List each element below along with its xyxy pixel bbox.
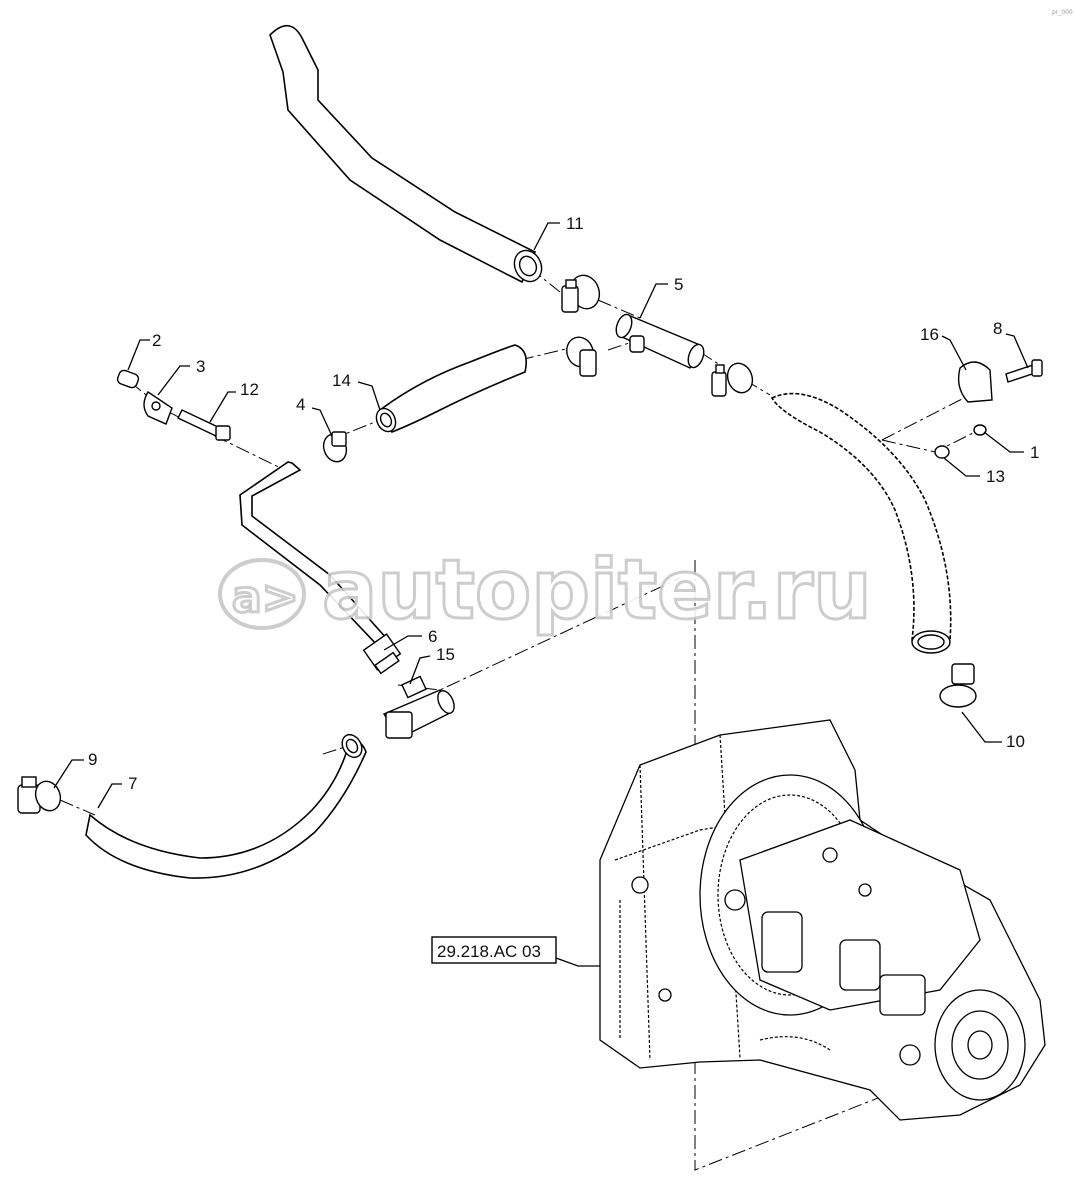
- washer-1: [973, 424, 987, 436]
- hose-10: [770, 392, 977, 708]
- tee-fitting-5: [615, 313, 705, 369]
- spacer-2: [116, 369, 140, 389]
- callout-1: 1: [1030, 443, 1039, 462]
- hose-icon: [269, 24, 537, 284]
- tube-6: [239, 461, 402, 675]
- callout-16: 16: [920, 325, 939, 344]
- bolt-icon: [177, 409, 221, 437]
- reference-box: 29.218.AC 03: [431, 936, 600, 967]
- clamp-icon: [34, 780, 62, 812]
- bolt-8: [1005, 359, 1043, 383]
- watermark-logo-icon: [218, 558, 306, 630]
- bolt-12: [177, 409, 231, 441]
- callout-14: 14: [332, 371, 351, 390]
- clamp-right-of-tee: [711, 362, 754, 397]
- callout-9: 9: [88, 750, 97, 769]
- callout-11: 11: [566, 214, 584, 233]
- hose-icon: [770, 392, 952, 641]
- callout-13: 13: [986, 467, 1005, 486]
- clip-16: [957, 361, 993, 403]
- bracket-3: [143, 391, 173, 425]
- nut-13: [934, 445, 950, 459]
- svg-text:a>: a>: [232, 572, 299, 623]
- clamp-mid: [566, 336, 597, 377]
- corner-mark: pr_000: [1052, 9, 1073, 16]
- hose-icon: [378, 344, 528, 434]
- callout-15: 15: [436, 645, 455, 664]
- callout-5: 5: [674, 275, 683, 294]
- clamp-icon: [939, 684, 977, 708]
- clamp-upper-left: [561, 274, 601, 313]
- hose-14: [375, 344, 528, 434]
- callout-8: 8: [993, 319, 1002, 338]
- tee-fitting-15: [382, 675, 455, 739]
- hose-7: [85, 733, 367, 879]
- hose-11: [269, 24, 543, 284]
- clamp-icon: [726, 362, 754, 394]
- hose-icon: [85, 739, 367, 879]
- watermark: a> autopiter.ru: [218, 542, 873, 640]
- callout-10: 10: [1006, 732, 1025, 751]
- clamp-4: [322, 431, 348, 463]
- reference-label: 29.218.AC 03: [437, 942, 541, 961]
- callout-7: 7: [128, 774, 137, 793]
- callout-4: 4: [296, 395, 305, 414]
- callout-12: 12: [240, 380, 259, 399]
- callouts: 11 5 2 3 12 14 4 16 8 1 13 6 15: [53, 214, 1039, 809]
- watermark-text: autopiter.ru: [322, 543, 872, 638]
- hydraulic-pump-assembly: [599, 719, 1046, 1121]
- callout-6: 6: [428, 627, 437, 646]
- callout-2: 2: [152, 331, 161, 350]
- tee-fitting-icon: [385, 711, 413, 739]
- clamp-9: [17, 776, 62, 814]
- callout-3: 3: [196, 357, 205, 376]
